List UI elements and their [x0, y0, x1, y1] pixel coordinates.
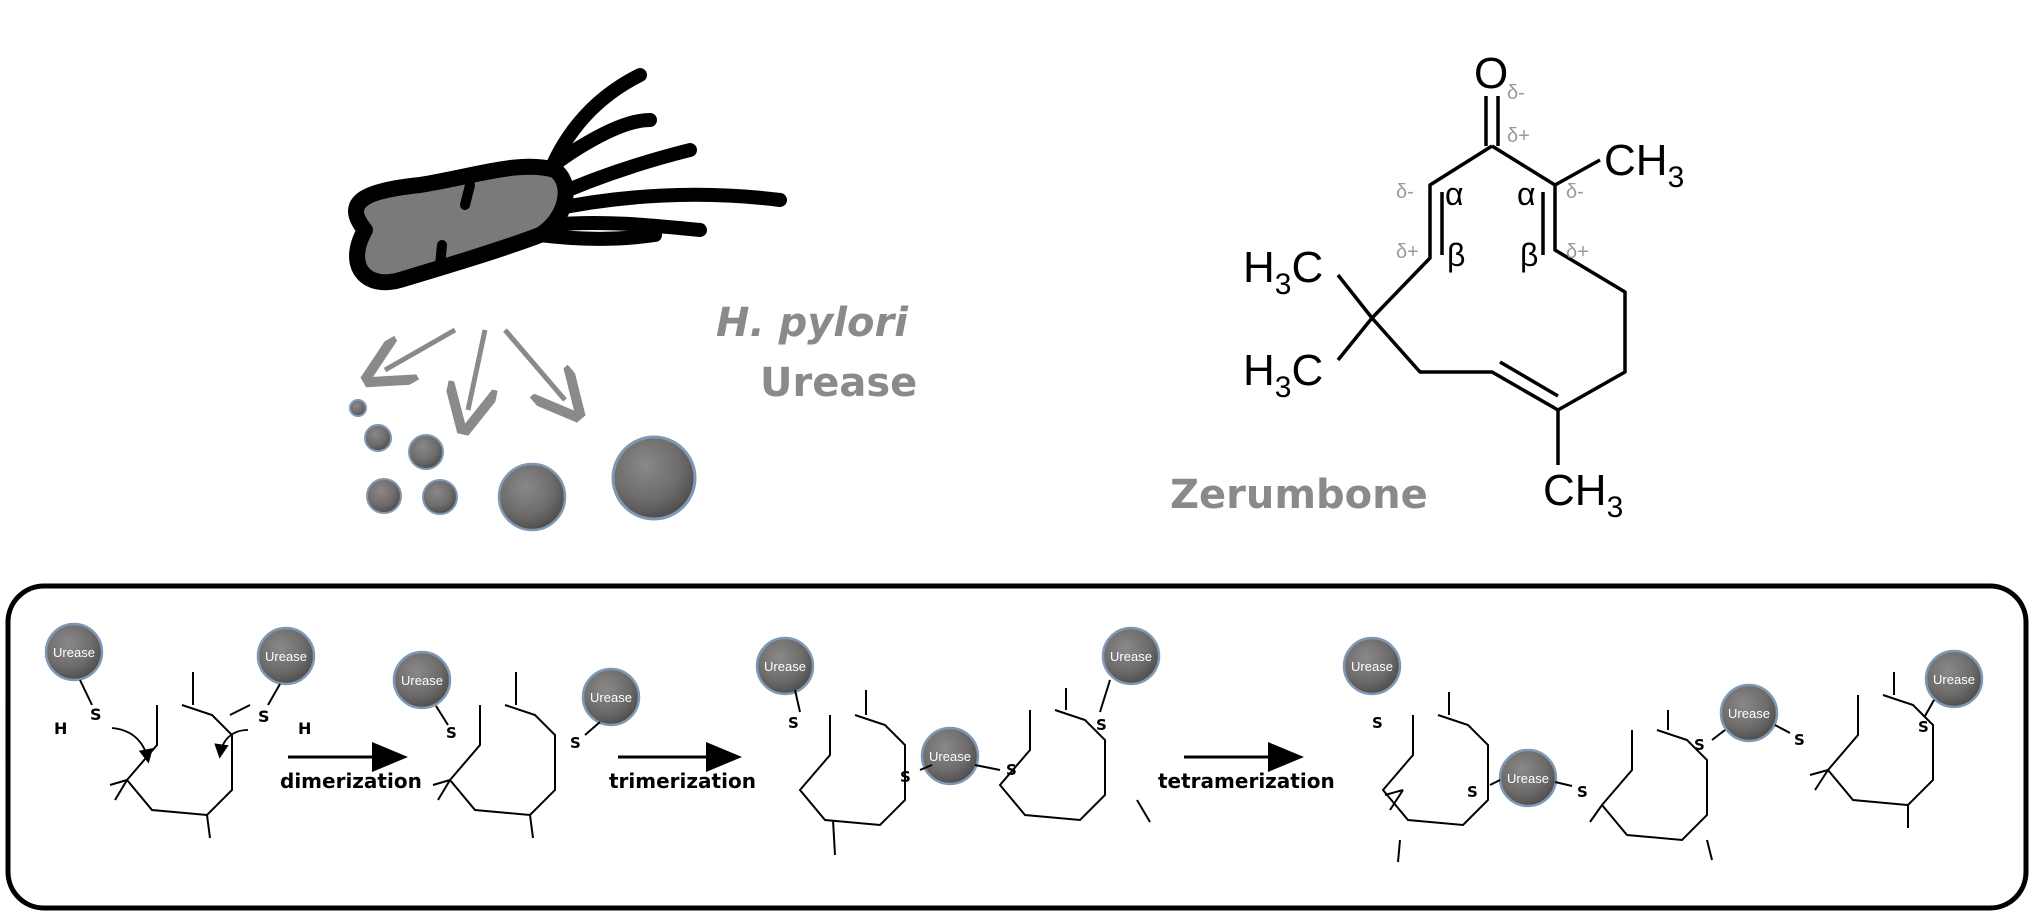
svg-text:Urease: Urease	[1110, 649, 1152, 664]
stage-monomer: Urease Urease S H S H	[44, 622, 316, 839]
methyl-top-right: CH3	[1604, 136, 1684, 194]
svg-text:Urease: Urease	[53, 645, 95, 660]
svg-text:S: S	[1577, 783, 1588, 801]
svg-text:S: S	[1372, 714, 1383, 732]
stage-trimer: Urease Urease Urease S S S S	[755, 626, 1161, 856]
stage-tetramer: Urease Urease Urease Urease S S S S S S	[1342, 636, 1984, 863]
svg-text:Urease: Urease	[401, 673, 443, 688]
svg-text:S: S	[1918, 718, 1929, 736]
svg-text:S: S	[1467, 783, 1478, 801]
beta-right: β	[1520, 237, 1538, 273]
svg-text:Urease: Urease	[1507, 771, 1549, 786]
delta-plus-carbonyl: δ+	[1507, 125, 1530, 147]
methyl-bottom: CH3	[1543, 466, 1623, 524]
delta-minus-alpha-right: δ-	[1566, 181, 1584, 203]
svg-text:S: S	[446, 724, 457, 742]
svg-text:Urease: Urease	[1728, 706, 1770, 721]
svg-text:S: S	[1694, 736, 1705, 754]
step-label-dimerization: dimerization	[280, 769, 422, 793]
methyl-left-lower: H3C	[1243, 346, 1323, 404]
delta-plus-beta-right: δ+	[1566, 241, 1589, 263]
organism-label: H. pylori	[716, 300, 909, 346]
svg-text:Urease: Urease	[1351, 659, 1393, 674]
svg-text:Urease: Urease	[265, 649, 307, 664]
delta-minus-alpha-left: δ-	[1396, 181, 1414, 203]
svg-text:Urease: Urease	[590, 690, 632, 705]
svg-text:Urease: Urease	[764, 659, 806, 674]
step-label-trimerization: trimerization	[609, 769, 756, 793]
beta-left: β	[1447, 237, 1465, 273]
zerumbone-structure	[1336, 96, 1627, 465]
svg-text:H: H	[54, 719, 67, 738]
alpha-right: α	[1517, 176, 1536, 212]
reaction-panel	[5, 583, 2029, 911]
delta-minus-oxygen: δ-	[1507, 82, 1525, 104]
svg-text:S: S	[570, 734, 581, 752]
svg-text:Urease: Urease	[1933, 672, 1975, 687]
methyl-left-upper: H3C	[1243, 243, 1323, 301]
svg-text:H: H	[298, 719, 311, 738]
stage-dimer: Urease Urease S S	[392, 650, 641, 839]
enzyme-label: Urease	[760, 360, 917, 406]
delta-plus-beta-left: δ+	[1396, 241, 1419, 263]
svg-text:Urease: Urease	[929, 749, 971, 764]
oxygen-atom: O	[1474, 49, 1508, 98]
svg-text:S: S	[1096, 716, 1107, 734]
step-label-tetramerization: tetramerization	[1158, 769, 1335, 793]
bacterium-illustration	[348, 68, 787, 291]
svg-text:S: S	[1006, 761, 1017, 779]
alpha-left: α	[1445, 176, 1464, 212]
release-arrows	[385, 327, 565, 410]
urease-aggregates	[349, 399, 697, 532]
svg-text:S: S	[90, 705, 102, 724]
svg-text:S: S	[788, 714, 799, 732]
compound-label: Zerumbone	[1170, 472, 1428, 518]
svg-text:S: S	[1794, 731, 1805, 749]
svg-text:S: S	[258, 707, 270, 726]
